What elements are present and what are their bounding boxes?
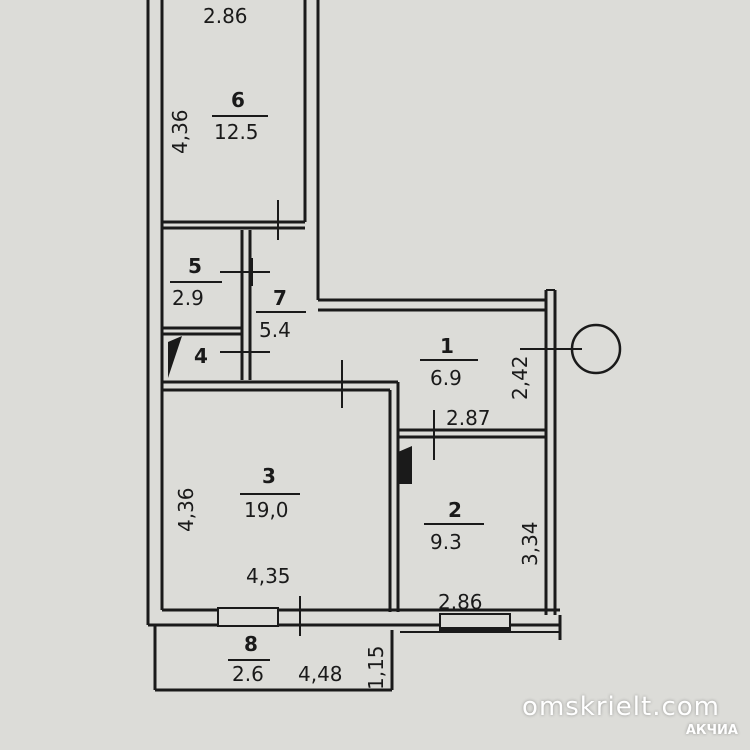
room-1-area: 6.9 [430,366,462,390]
logo-watermark: АКЧИА [685,723,738,738]
room-3-height-dimension: 4,36 [174,487,198,532]
room-4-number: 4 [194,344,208,368]
room-1-width-dimension: 2.87 [446,406,491,430]
balcony-width-dimension: 4,48 [298,662,343,686]
room-6-number: 6 [231,88,245,112]
room-5-number: 5 [188,254,202,278]
room-6-area: 12.5 [214,120,259,144]
room-1-number: 1 [440,334,454,358]
room-2-number: 2 [448,498,462,522]
balcony-height-dimension: 1,15 [364,645,388,690]
room-1-height-dimension: 2,42 [508,355,532,400]
room-6-height-dimension: 4,36 [168,109,192,154]
room-3-width-dimension: 4,35 [246,564,291,588]
room-7-number: 7 [273,286,287,310]
room-5-area: 2.9 [172,286,204,310]
room-2-width-dimension: 2.86 [438,590,483,614]
room-3-number: 3 [262,464,276,488]
room-8-area: 2.6 [232,662,264,686]
room-2-height-dimension: 3,34 [518,521,542,566]
room-6-width-dimension: 2.86 [203,4,248,28]
room-2-area: 9.3 [430,530,462,554]
room-7-area: 5.4 [259,318,291,342]
room-8-number: 8 [244,632,258,656]
room-3-area: 19,0 [244,498,289,522]
site-watermark: omskrielt.com [522,692,720,722]
